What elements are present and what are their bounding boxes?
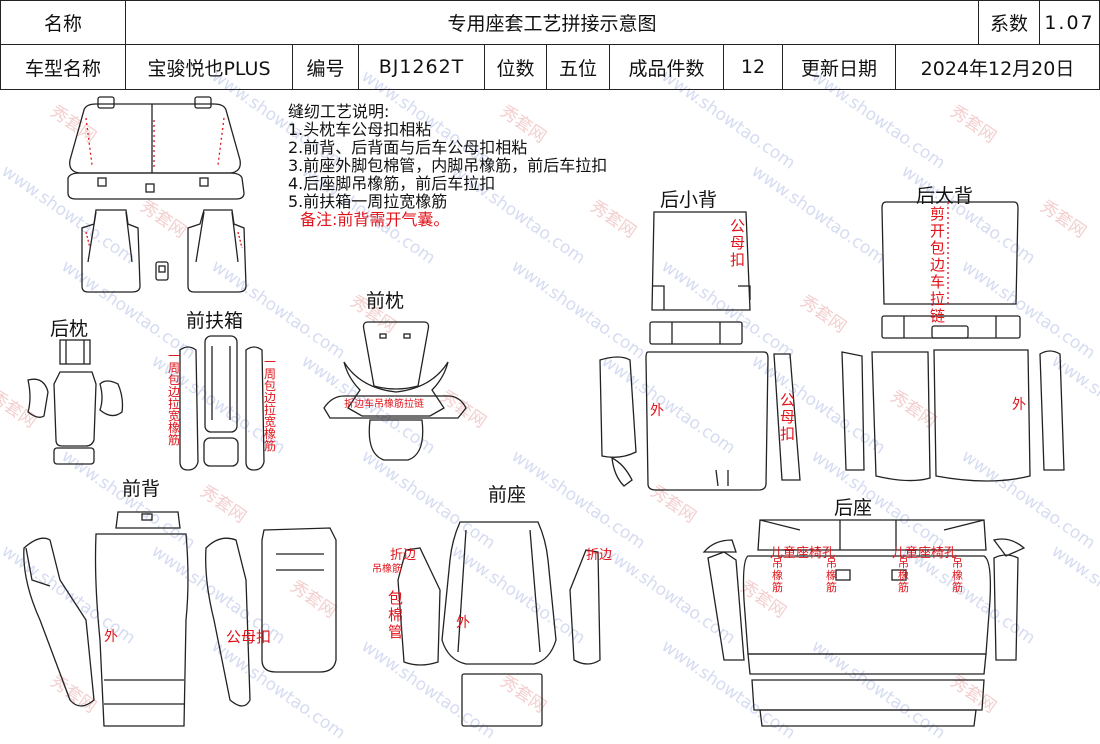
rear-seat-child-right-note: 儿童座椅孔 xyxy=(892,546,958,561)
front-back-pattern xyxy=(23,511,337,727)
small-back-snap-note: 公母扣 xyxy=(730,217,746,269)
header-bottom-rule xyxy=(0,89,1100,90)
big-back-cut-note: 剪开包边车拉链 xyxy=(930,205,946,325)
coef-label: 系数 xyxy=(989,13,1028,35)
front-seat-elastic-note: 吊橡筋 xyxy=(372,564,402,575)
rear-seat-elastic-note-2: 吊橡筋 xyxy=(826,557,837,594)
small-back-side-snap-note: 公母扣 xyxy=(780,391,796,443)
front-headrest-pattern xyxy=(323,321,467,461)
title-front-headrest: 前枕 xyxy=(366,290,405,312)
front-back-snap-note: 公母扣 xyxy=(226,628,272,646)
rear-seat-elastic-note-1: 吊橡筋 xyxy=(772,557,783,594)
small-back-outer-note: 外 xyxy=(650,403,664,419)
seats-value: 五位 xyxy=(558,57,597,80)
front-seat-fold-left-note: 折边 xyxy=(390,548,417,563)
rear-small-back-pattern xyxy=(599,211,801,491)
pieces-value: 12 xyxy=(740,56,766,78)
title-rear-seat: 后座 xyxy=(834,497,873,519)
title-rear-headrest: 后枕 xyxy=(50,318,89,340)
note-item-1: 1.头枕车公母扣相粘 xyxy=(288,120,432,139)
note-item-3: 3.前座外脚包棉管，内脚吊橡筋，前后车拉扣 xyxy=(288,156,608,175)
front-seat-outer-note: 外 xyxy=(456,615,470,631)
overview-front-seats xyxy=(81,209,247,293)
front-armrest-pattern xyxy=(179,335,265,471)
rear-seat-pattern xyxy=(702,519,1026,727)
big-back-outer-note: 外 xyxy=(1012,397,1026,413)
rear-headrest-pattern xyxy=(27,339,124,465)
front-seat-fold-right-note: 折边 xyxy=(586,548,613,563)
front-seat-pattern xyxy=(397,521,601,727)
date-label: 更新日期 xyxy=(800,57,877,80)
code-value: BJ1262T xyxy=(378,56,465,78)
front-seat-tube-note: 包棉管 xyxy=(388,589,404,641)
notes-remark: 备注:前背需开气囊。 xyxy=(300,210,450,229)
model-value: 宝骏悦也PLUS xyxy=(147,57,271,80)
title-front-seat: 前座 xyxy=(488,484,527,506)
rear-big-back-pattern xyxy=(841,201,1065,482)
model-label: 车型名称 xyxy=(24,57,101,80)
overview-rear-bench xyxy=(67,96,245,200)
armrest-left-note: 一周包边拉宽橡筋 xyxy=(167,349,180,447)
coef-value: 1.07 xyxy=(1044,11,1095,34)
rear-seat-elastic-note-4: 吊橡筋 xyxy=(952,557,963,594)
rear-seat-elastic-note-3: 吊橡筋 xyxy=(898,557,909,594)
name-label: 名称 xyxy=(43,13,82,35)
title-front-armrest: 前扶箱 xyxy=(186,310,244,332)
code-label: 编号 xyxy=(306,57,345,80)
seats-label: 位数 xyxy=(496,57,535,80)
title-rear-small-back: 后小背 xyxy=(660,189,718,211)
front-headrest-note: 折边车吊橡筋拉链 xyxy=(344,399,424,410)
title-front-back: 前背 xyxy=(122,478,161,500)
rear-seat-child-left-note: 儿童座椅孔 xyxy=(770,546,836,561)
date-value: 2024年12月20日 xyxy=(920,57,1075,80)
pieces-label: 成品件数 xyxy=(628,57,705,80)
front-back-outer-note: 外 xyxy=(104,629,118,645)
armrest-right-note: 一周包边拉宽橡筋 xyxy=(263,355,276,453)
sewing-notes: 缝纫工艺说明: 1.头枕车公母扣相粘 2.前背、后背面与后车公母扣相粘 3.前座… xyxy=(288,103,607,229)
notes-heading: 缝纫工艺说明: xyxy=(288,102,390,121)
note-item-5: 5.前扶箱一周拉宽橡筋 xyxy=(288,192,448,211)
note-item-4: 4.后座脚吊橡筋，前后车拉扣 xyxy=(288,174,496,193)
note-item-2: 2.前背、后背面与后车公母扣相粘 xyxy=(288,138,528,157)
page-title: 专用座套工艺拼接示意图 xyxy=(447,13,657,35)
